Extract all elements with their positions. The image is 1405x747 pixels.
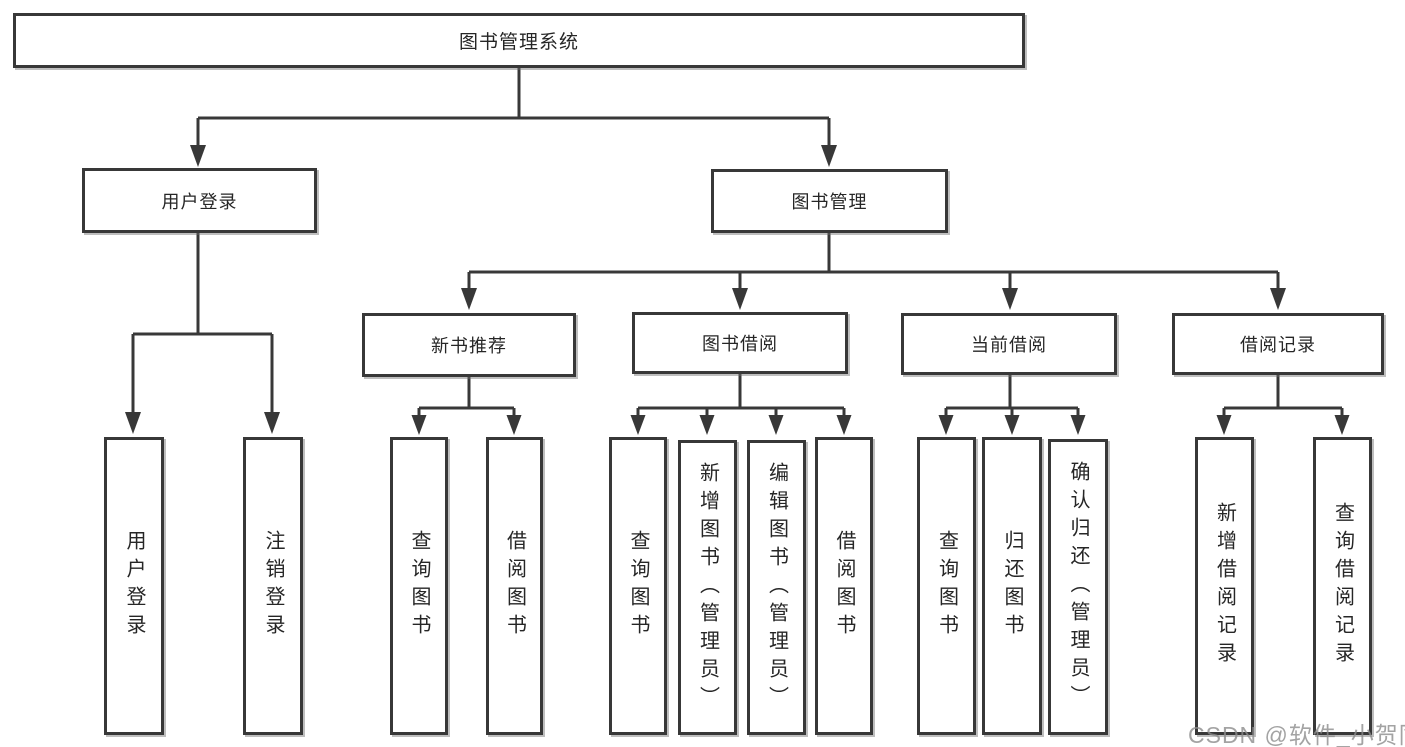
leaf-confirm-return-admin: 确认归还（管理员） <box>1048 439 1108 735</box>
node-borrow-records: 借阅记录 <box>1172 313 1384 375</box>
leaf-return-book: 归还图书 <box>982 437 1042 735</box>
node-book-borrow: 图书借阅 <box>632 312 848 374</box>
node-user-login: 用户登录 <box>82 168 317 233</box>
leaf-query-books-borrow: 查询图书 <box>609 437 667 735</box>
leaf-borrow-books-recommend: 借阅图书 <box>486 437 543 735</box>
leaf-add-borrow-record: 新增借阅记录 <box>1195 437 1254 735</box>
node-current-borrow: 当前借阅 <box>901 313 1117 375</box>
leaf-query-books-recommend: 查询图书 <box>390 437 448 735</box>
leaf-logout: 注销登录 <box>243 437 303 735</box>
root-node-library-system: 图书管理系统 <box>13 13 1025 68</box>
leaf-query-books-current: 查询图书 <box>917 437 976 735</box>
watermark: CSDN @软件_小贺同学 <box>1188 722 1405 747</box>
node-new-book-recommend: 新书推荐 <box>362 313 576 377</box>
leaf-borrow-books: 借阅图书 <box>815 437 873 735</box>
leaf-add-book-admin: 新增图书（管理员） <box>678 440 737 735</box>
leaf-edit-book-admin: 编辑图书（管理员） <box>747 440 806 735</box>
node-book-management: 图书管理 <box>711 169 948 233</box>
leaf-query-borrow-record: 查询借阅记录 <box>1313 437 1372 735</box>
leaf-user-login: 用户登录 <box>104 437 164 735</box>
